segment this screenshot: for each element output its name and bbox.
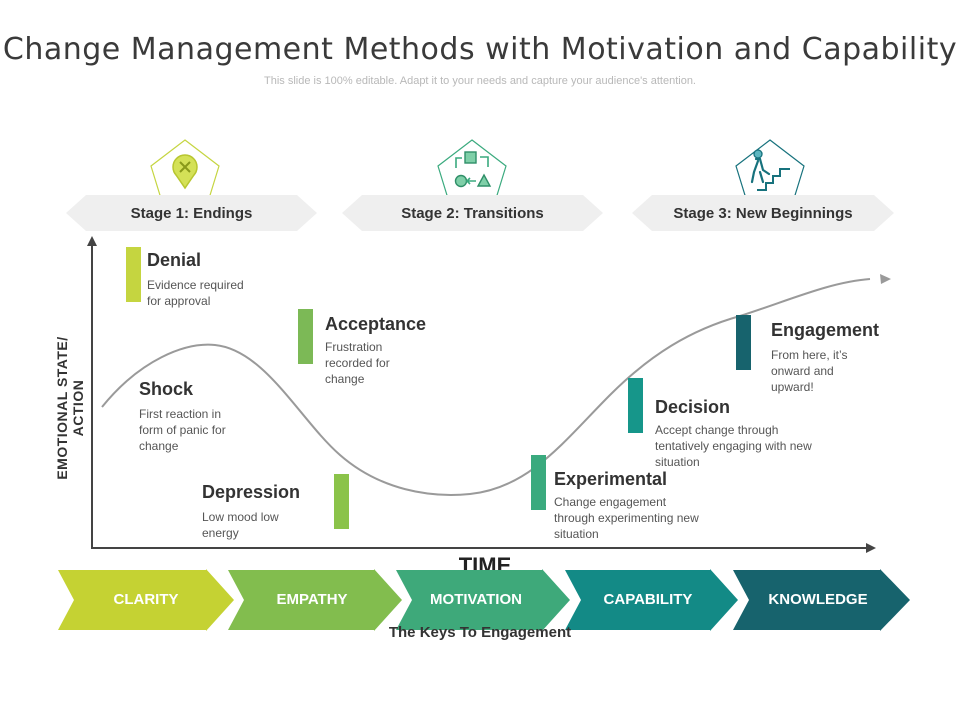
stage-graphics xyxy=(66,139,894,231)
step-denial: Denial Evidence required for approval xyxy=(147,250,297,309)
engagement-bar xyxy=(736,315,751,370)
stage-banner-3 xyxy=(632,195,894,231)
step-desc-line: change xyxy=(139,439,179,453)
key-label-motivation: MOTIVATION xyxy=(430,591,522,608)
key-label-empathy: EMPATHY xyxy=(276,591,348,608)
step-desc-line: through experimenting new xyxy=(554,511,699,525)
step-desc: Evidence required for approval xyxy=(147,277,297,309)
step-title: Decision xyxy=(655,397,731,417)
stage-label-1: Stage 1: Endings xyxy=(130,205,253,222)
step-desc-line: Frustration xyxy=(325,340,383,354)
step-desc-line: for approval xyxy=(147,294,211,308)
acceptance-bar xyxy=(298,309,313,364)
page-subtitle: This slide is 100% editable. Adapt it to… xyxy=(264,75,696,87)
step-title: Engagement xyxy=(771,320,880,340)
step-desc-line: Change engagement xyxy=(554,495,667,509)
step-desc: First reaction in form of panic for chan… xyxy=(139,406,289,454)
stage-banner-1 xyxy=(66,195,317,231)
x-axis-arrowhead xyxy=(866,543,876,553)
decision-bar xyxy=(628,378,643,433)
stage-banner-2 xyxy=(342,195,603,231)
step-experimental: Experimental Change engagement through e… xyxy=(554,469,744,542)
step-desc-line: energy xyxy=(202,526,239,540)
curve-arrowhead xyxy=(880,274,891,284)
experimental-bar xyxy=(531,455,546,510)
step-shock: Shock First reaction in form of panic fo… xyxy=(139,379,289,454)
step-desc-line: First reaction in xyxy=(139,407,222,421)
key-chevron-3 xyxy=(396,569,570,631)
map-pin-x-icon xyxy=(150,139,220,206)
step-desc: Change engagement through experimenting … xyxy=(554,494,744,542)
step-desc-line: change xyxy=(325,372,365,386)
step-title: Denial xyxy=(147,250,202,270)
step-desc-line: From here, it’s xyxy=(771,348,848,362)
step-desc-line: recorded for xyxy=(325,356,390,370)
key-label-knowledge: KNOWLEDGE xyxy=(768,591,868,608)
step-desc-line: Low mood low xyxy=(202,510,279,524)
step-desc-line: situation xyxy=(554,527,599,541)
step-title: Depression xyxy=(202,482,301,502)
y-axis-arrowhead xyxy=(87,236,97,246)
key-chevron-5 xyxy=(733,569,910,631)
step-depression: Depression Low mood low energy xyxy=(202,482,332,541)
step-desc-line: Evidence required xyxy=(147,278,244,292)
key-chevron-4 xyxy=(565,569,738,631)
step-desc: Frustration recorded for change xyxy=(325,339,475,387)
step-title: Experimental xyxy=(554,469,668,489)
stage-label-3: Stage 3: New Beginnings xyxy=(673,205,853,222)
key-label-capability: CAPABILITY xyxy=(603,591,693,608)
step-desc-line: form of panic for xyxy=(139,423,226,437)
step-desc-line: tentatively engaging with new xyxy=(655,439,812,453)
step-desc: Accept change through tentatively engagi… xyxy=(655,422,855,470)
step-desc-line: Accept change through xyxy=(655,423,779,437)
step-desc-line: onward and xyxy=(771,364,834,378)
key-label-clarity: CLARITY xyxy=(113,591,179,608)
key-chevron-2 xyxy=(228,569,402,631)
denial-bar xyxy=(126,247,141,302)
step-desc: Low mood low energy xyxy=(202,509,332,541)
step-desc-line: upward! xyxy=(771,380,814,394)
climbing-stairs-icon xyxy=(735,139,805,206)
key-chevron-1 xyxy=(58,569,234,631)
stage-label-2: Stage 2: Transitions xyxy=(401,205,544,222)
step-acceptance: Acceptance Frustration recorded for chan… xyxy=(325,314,475,387)
step-desc: From here, it’s onward and upward! xyxy=(771,347,921,395)
step-title: Shock xyxy=(139,379,194,399)
step-desc-line: situation xyxy=(655,455,700,469)
page-title: Change Management Methods with Motivatio… xyxy=(2,32,958,67)
depression-bar xyxy=(334,474,349,529)
step-decision: Decision Accept change through tentative… xyxy=(655,397,855,470)
step-title: Acceptance xyxy=(325,314,427,334)
keys-caption: The Keys To Engagement xyxy=(388,624,572,641)
step-engagement: Engagement From here, it’s onward and up… xyxy=(771,320,921,395)
